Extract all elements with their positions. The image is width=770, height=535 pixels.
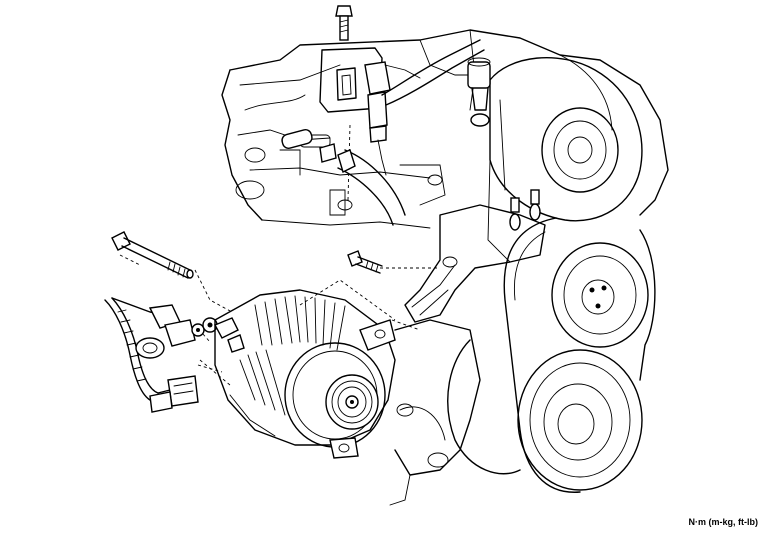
upper-cam-pulley-cover [487, 56, 643, 263]
engine-block [221, 29, 669, 229]
bracket-bolt [347, 250, 383, 274]
connector-bracket [319, 47, 421, 176]
wiring-harness [104, 297, 218, 413]
hoses [281, 39, 491, 226]
alignment-lines [119, 254, 396, 373]
alternator-bracket [404, 189, 546, 323]
alternator [214, 289, 396, 459]
lower-engine-block [389, 319, 481, 506]
torque-units-legend: N·m (m-kg, ft-lb) [688, 517, 759, 527]
drive-belt [447, 217, 656, 493]
alternator-through-bolt [111, 231, 194, 279]
top-bolt [335, 5, 353, 41]
crankshaft-pulley [551, 242, 649, 348]
lower-pulley [517, 349, 643, 491]
